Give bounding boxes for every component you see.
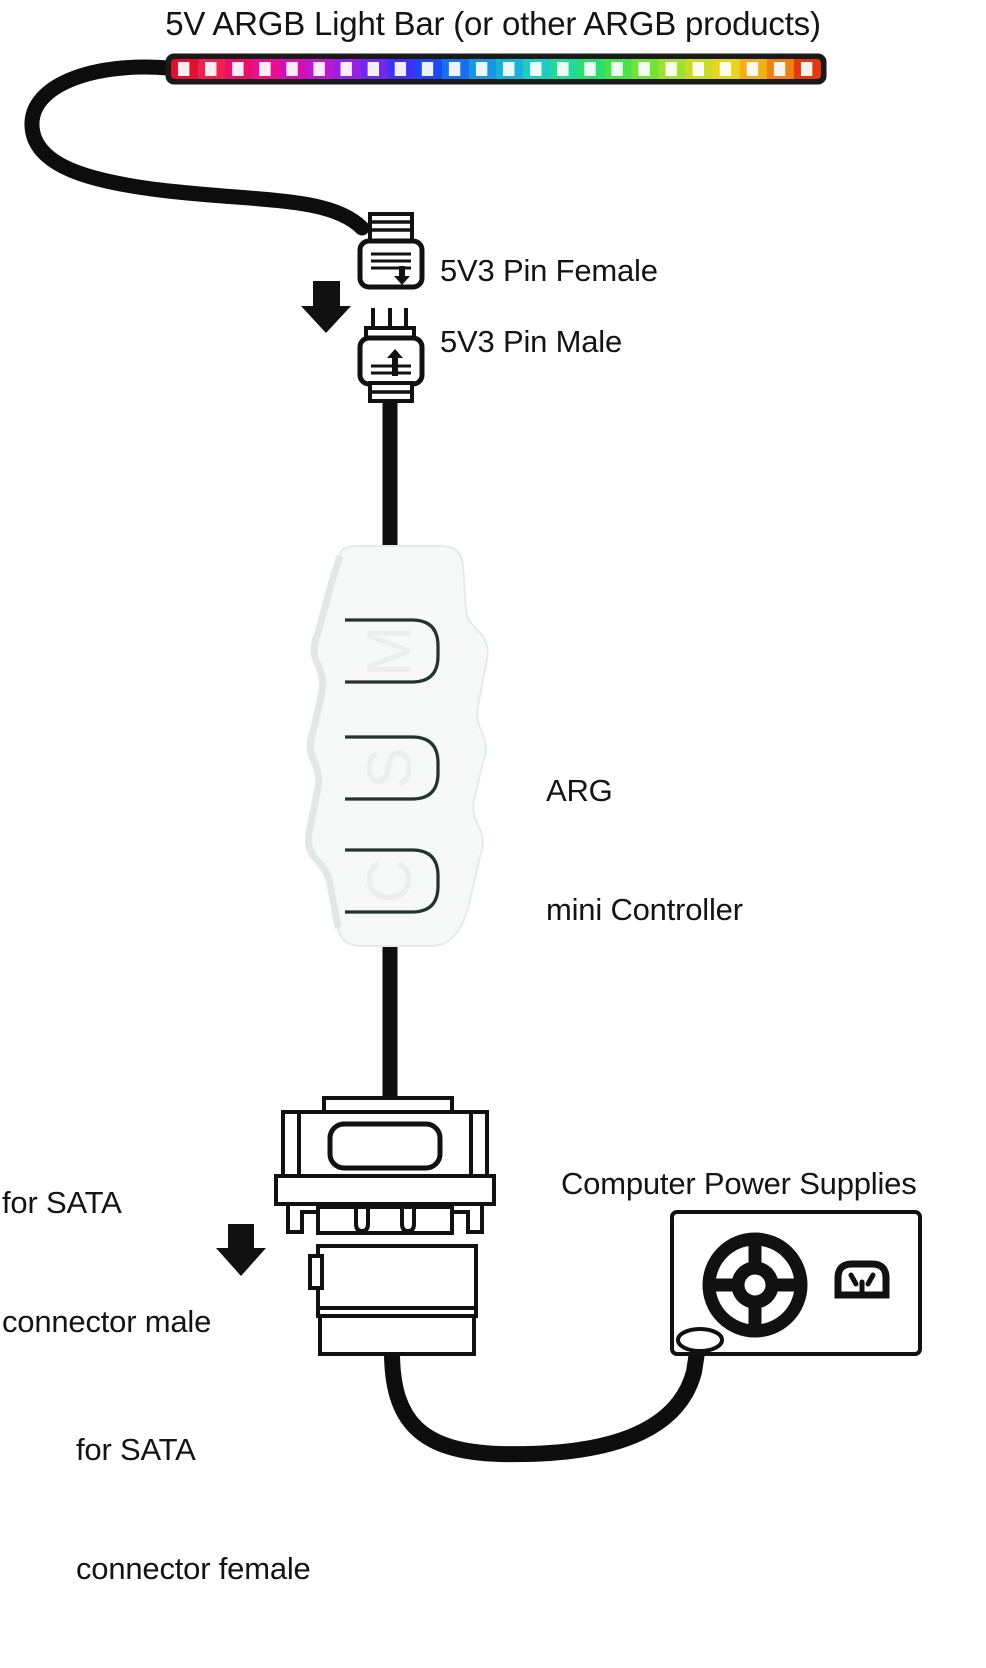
led-highlight: [232, 62, 244, 76]
5v3-pin-male-connector: [357, 308, 425, 403]
color-button[interactable]: C: [345, 848, 440, 914]
sata-connector-male: [274, 1096, 496, 1235]
ac-socket-icon: [834, 1260, 890, 1299]
psu-cable-grommet: [676, 1327, 724, 1353]
led-highlight: [746, 62, 759, 76]
sata-male-label-line2: connector male: [2, 1304, 212, 1340]
led-highlight: [584, 62, 596, 76]
led-highlight: [638, 62, 650, 76]
led-highlight: [611, 62, 623, 76]
led-highlight: [448, 62, 461, 76]
fan-grille-icon: [702, 1232, 808, 1338]
male-direction-arrow-icon: [387, 349, 403, 376]
arrow-pin-connect: [301, 281, 351, 333]
cable-lightbar-to-female: [24, 59, 370, 236]
speed-button[interactable]: S: [345, 735, 440, 801]
button-letter: S: [356, 747, 425, 788]
pin-male-label: 5V3 Pin Male: [440, 324, 622, 359]
controller-left-shade: [304, 554, 344, 929]
cable-layer: [24, 59, 706, 1463]
arrow-sata-connect: [216, 1224, 266, 1276]
led-highlight: [475, 62, 488, 76]
led-highlight: [313, 62, 325, 76]
power-supply-label: Computer Power Supplies: [561, 1166, 917, 1201]
led-highlight: [205, 62, 217, 76]
light-bar-graphic: [165, 53, 827, 85]
page-title: 5V ARGB Light Bar (or other ARGB product…: [165, 5, 821, 42]
sata-female-label-line1: for SATA: [76, 1432, 196, 1468]
5v3-pin-female-connector: [357, 212, 425, 290]
sata-female-label: for SATA connector female: [76, 1351, 311, 1668]
led-highlight: [719, 62, 732, 76]
led-highlight: [557, 62, 569, 76]
controller-label-line2: mini Controller: [546, 892, 743, 928]
argb-mini-controller: M S C: [304, 545, 489, 947]
button-letter: C: [356, 859, 425, 904]
female-direction-arrow-icon: [394, 266, 410, 285]
led-highlight: [259, 62, 271, 76]
sata-female-label-line2: connector female: [76, 1551, 311, 1587]
led-highlight: [178, 62, 190, 76]
led-highlight: [773, 62, 786, 76]
mode-button[interactable]: M: [345, 618, 440, 684]
led-highlight: [530, 62, 542, 76]
sata-male-label: for SATA connector male: [2, 1104, 211, 1421]
argb-wiring-diagram: M S C: [2, 5, 922, 1586]
led-highlight: [340, 62, 352, 76]
led-highlight: [665, 62, 677, 76]
pin-connectors-graphic: [301, 212, 425, 403]
pin-female-label: 5V3 Pin Female: [440, 253, 658, 288]
led-highlight: [692, 62, 704, 76]
light-bar-outline: [165, 53, 827, 85]
led-highlight: [367, 62, 379, 76]
sata-connector-female: [308, 1244, 478, 1356]
controller-label-line1: ARG: [546, 773, 613, 809]
led-highlight: [503, 62, 515, 76]
cable-sata-to-psu: [384, 1338, 706, 1463]
sata-male-label-line1: for SATA: [2, 1185, 122, 1221]
controller-label: ARG mini Controller: [546, 692, 743, 1009]
led-highlight: [421, 62, 434, 76]
led-highlight: [286, 62, 298, 76]
led-highlight: [800, 62, 813, 76]
computer-power-supply-unit: [670, 1210, 922, 1356]
button-letter: M: [356, 625, 425, 677]
led-highlight: [394, 62, 407, 76]
sata-connectors-graphic: [216, 1096, 496, 1356]
